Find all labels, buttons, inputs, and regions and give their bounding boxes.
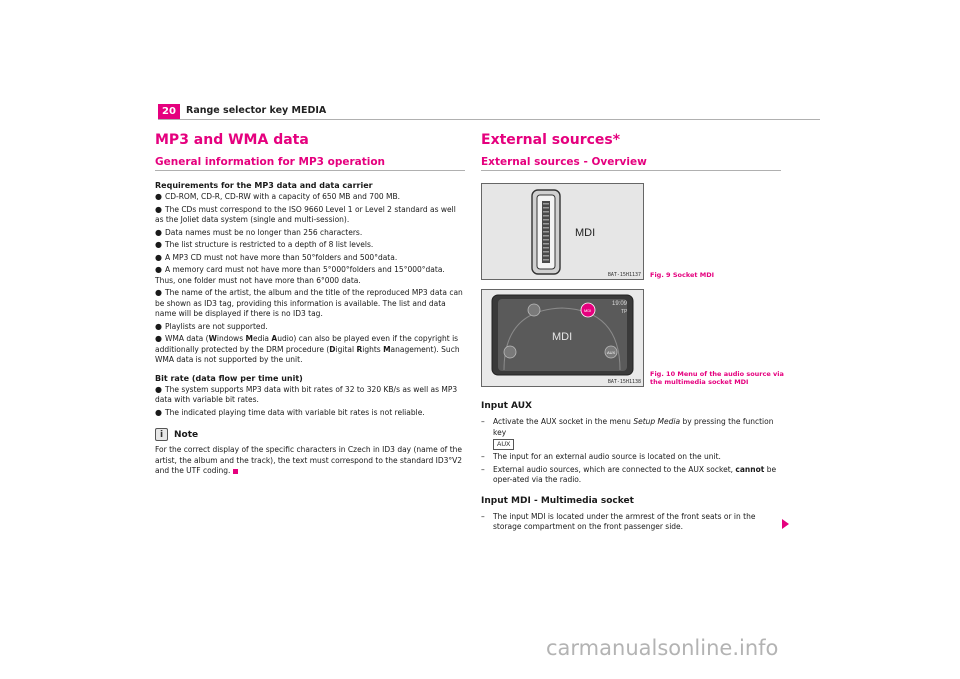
external-sources-heading: External sources - Overview [481, 156, 781, 171]
right-column: External sources* External sources - Ove… [481, 128, 781, 171]
dash-marker: – [481, 464, 485, 474]
bullet-icon: ● [155, 240, 162, 249]
watermark: carmanualsonline.info [546, 636, 779, 660]
figure-10-caption: Fig. 10 Menu of the audio source via the… [650, 370, 784, 386]
header-rule [158, 119, 820, 120]
running-title: Range selector key MEDIA [186, 105, 327, 116]
clock-label: 19:09 [612, 301, 628, 307]
list-item: ●The indicated playing time data with va… [155, 407, 425, 417]
bullet-icon: ● [155, 227, 162, 237]
list-item: ●The list structure is restricted to a d… [155, 240, 374, 249]
left-column: MP3 and WMA data General information for… [155, 128, 465, 477]
figure-code: BAT-15H1138 [607, 379, 641, 385]
source-buttons [503, 302, 618, 359]
end-of-section-icon [233, 468, 239, 474]
list-item: ●CD-ROM, CD-R, CD-RW with a capacity of … [155, 192, 401, 201]
note-header: i Note [155, 428, 465, 441]
fig1-label: MDI [575, 227, 595, 239]
bullet-icon: ● [155, 265, 162, 274]
next-page-arrow-icon[interactable] [782, 519, 789, 529]
list-item: ●Data names must be no longer than 256 c… [155, 227, 363, 237]
figure-code: BAT-15H1137 [607, 272, 641, 278]
mdi-socket-illustration: MDI [482, 184, 643, 279]
list-item: –The input MDI is located under the armr… [481, 511, 756, 532]
aux-source-icon [604, 345, 618, 359]
aux-heading: Input AUX [481, 401, 532, 411]
list-item: ●A MP3 CD must not have more than 50°fol… [155, 252, 398, 262]
aux-key-icon: AUX [493, 439, 515, 450]
bullet-icon: ● [155, 204, 162, 214]
bullet-icon: ● [155, 321, 162, 331]
mdi-menu-screen-illustration: MDI AUX 19:09 TP MDI [482, 290, 643, 386]
tp-label: TP [621, 309, 628, 315]
media-source-icon [503, 345, 517, 359]
list-item: –External audio sources, which are conne… [481, 464, 777, 485]
bitrate-heading: Bit rate (data flow per time unit) [155, 373, 303, 383]
btn-aux-label: AUX [607, 350, 616, 355]
bullet-icon: ● [155, 334, 162, 343]
requirements-heading: Requirements for the MP3 data and data c… [155, 181, 373, 190]
figure-socket-mdi: MDI BAT-15H1137 [481, 183, 644, 280]
dash-marker: – [481, 452, 485, 461]
list-item: –The input for an external audio source … [481, 452, 721, 461]
mdi-source-icon [580, 302, 596, 318]
bullet-icon: ● [155, 407, 162, 417]
external-sources-title: External sources* [481, 132, 621, 148]
btn-mdi-label: MDI [584, 308, 591, 313]
bullet-icon: ● [155, 192, 162, 201]
mp3-general-heading: General information for MP3 operation [155, 156, 465, 171]
figure-mdi-menu: MDI AUX 19:09 TP MDI BAT-15H1138 [481, 289, 644, 387]
wma-list-item: ●WMA data (Windows Media Audio) can also… [155, 334, 460, 364]
input-sections: Input AUX –Activate the AUX socket in th… [481, 401, 781, 533]
list-item: ●The system supports MP3 data with bit r… [155, 384, 458, 405]
list-item: ●Playlists are not supported. [155, 321, 268, 331]
note-icon: i [155, 428, 168, 441]
mdi-heading: Input MDI - Multimedia socket [481, 495, 634, 506]
figure-9-caption: Fig. 9 Socket MDI [650, 271, 715, 279]
list-item: ●A memory card must not have more than 5… [155, 265, 445, 285]
note-title: Note [174, 429, 199, 440]
bullet-icon: ● [155, 288, 162, 297]
media-source-icon [527, 303, 541, 317]
dash-marker: – [481, 417, 485, 426]
dash-marker: – [481, 511, 485, 521]
bullet-icon: ● [155, 252, 162, 262]
requirements-list: ●CD-ROM, CD-R, CD-RW with a capacity of … [155, 192, 465, 366]
fig2-label: MDI [552, 331, 572, 343]
list-item: ●The CDs must correspond to the ISO 9660… [155, 204, 456, 225]
list-item: –Activate the AUX socket in the menu Set… [481, 417, 774, 450]
bullet-icon: ● [155, 384, 162, 394]
page-number: 20 [158, 104, 180, 119]
list-item: ●The name of the artist, the album and t… [155, 288, 463, 318]
note-text: For the correct display of the specific … [155, 445, 463, 475]
mp3-wma-title: MP3 and WMA data [155, 132, 309, 148]
